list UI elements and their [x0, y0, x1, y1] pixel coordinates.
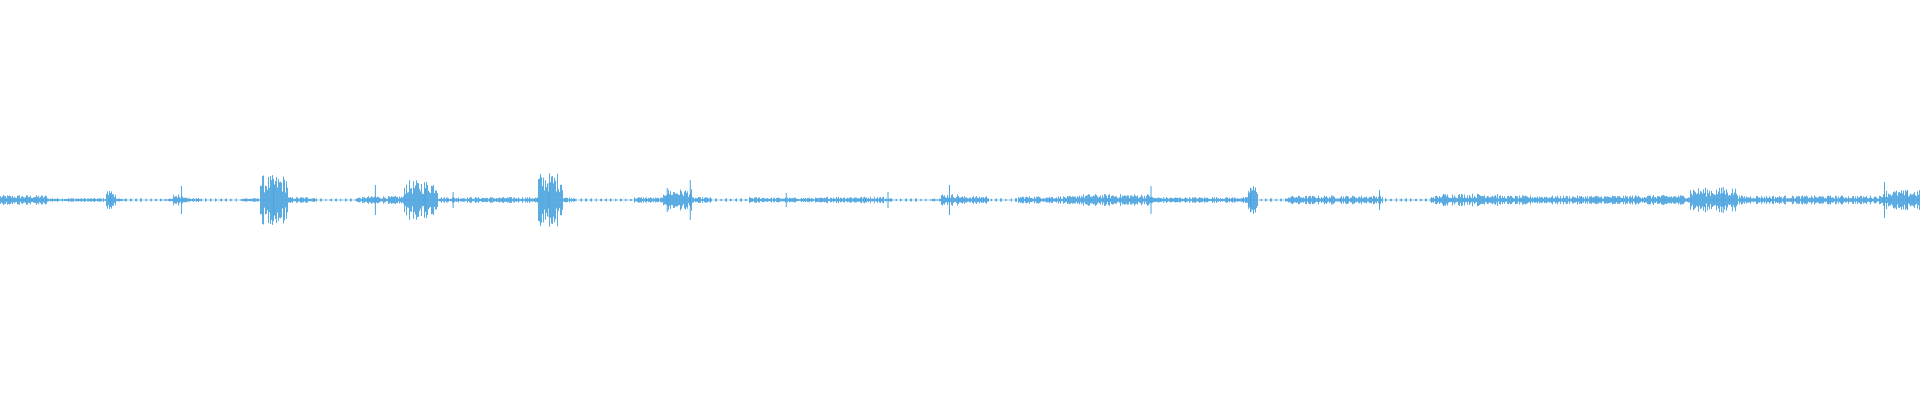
- waveform-samples: [0, 173, 1920, 227]
- waveform-body: [0, 173, 1920, 227]
